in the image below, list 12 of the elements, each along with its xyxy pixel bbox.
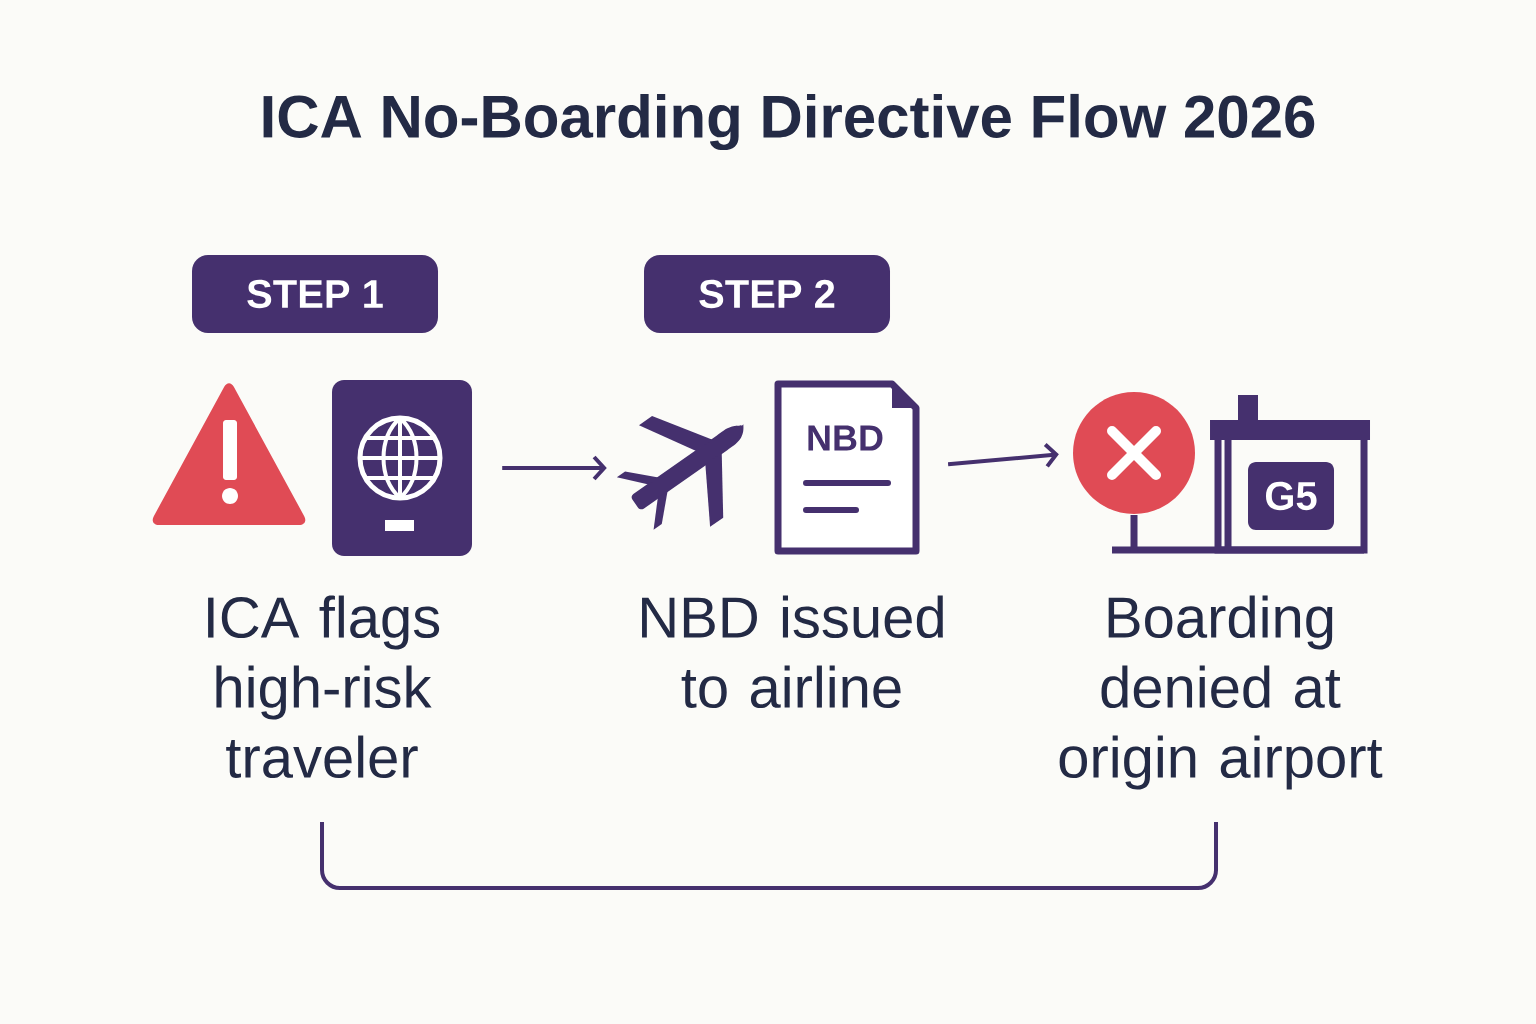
gate-sign: G5	[1248, 462, 1334, 530]
step-caption: NBD issued to airline	[642, 595, 943, 709]
step-badge: STEP 2	[644, 255, 890, 333]
step-caption: ICA flags high-risk traveler	[208, 595, 440, 779]
cross-circle-icon	[1073, 392, 1195, 514]
passport-icon	[332, 380, 472, 556]
step-badge: STEP 1	[192, 255, 438, 333]
step-caption: Boarding denied at origin airport	[1059, 595, 1383, 790]
title: ICA No-Boarding Directive Flow 2026	[263, 93, 1315, 151]
arrow	[502, 455, 607, 481]
airplane-icon	[616, 416, 744, 530]
arrow	[947, 442, 1059, 468]
